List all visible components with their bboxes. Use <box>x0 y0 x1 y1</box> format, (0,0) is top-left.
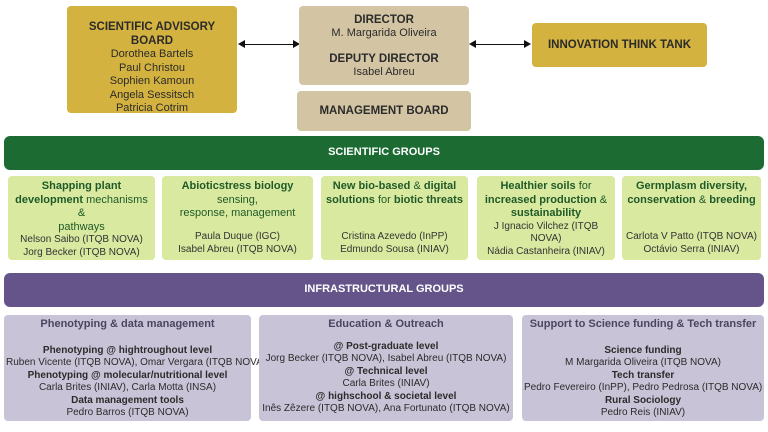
group-title: Shapping plant development mechanisms & … <box>15 180 148 233</box>
infra-subheading: Rural Sociology <box>604 394 682 406</box>
advisory-member: Sophien Kamoun <box>109 75 195 87</box>
infra-group-title: Phenotyping & data management <box>40 318 215 330</box>
infra-subheading: Phenotyping @ hightroughout level <box>42 344 213 356</box>
director-title: DIRECTOR <box>354 14 414 26</box>
infra-subheading: @ highschool & societal level <box>315 390 457 402</box>
innovation-think-tank: INNOVATION THINK TANK <box>532 23 707 67</box>
group-members: J Ignacio Vilchez (ITQB NOVA) Nádia Cast… <box>487 220 605 257</box>
infra-subheading: Data management tools <box>71 394 184 406</box>
scientific-group-card: New bio-based & digital solutions for bi… <box>321 176 468 260</box>
infra-members: Carla Brites (INIAV), Carla Motta (INSA) <box>38 382 217 393</box>
infra-members: Pedro Reis (INIAV) <box>600 407 686 418</box>
infra-members: Jorg Becker (ITQB NOVA), Isabel Abreu (I… <box>265 353 507 364</box>
infra-group-title: Support to Science funding & Tech transf… <box>529 318 757 330</box>
infra-group-title: Education & Outreach <box>328 318 444 330</box>
scientific-group-card: Germplasm diversity, conservation & bree… <box>622 176 761 260</box>
deputy-director-title: DEPUTY DIRECTOR <box>329 52 439 65</box>
advisory-member: Patricia Cotrim <box>115 102 189 114</box>
group-title: Germplasm diversity, conservation & bree… <box>627 180 756 206</box>
infra-subheading: Phenotyping @ molecular/nutritional leve… <box>27 369 228 381</box>
infra-members: Carla Brites (INIAV) <box>342 378 430 389</box>
infra-members: Ruben Vicente (ITQB NOVA), Omar Vergara … <box>6 357 267 368</box>
infra-members: Inês Zêzere (ITQB NOVA), Ana Fortunato (… <box>262 403 510 414</box>
group-members: Nelson Saibo (ITQB NOVA) Jorg Becker (IT… <box>20 234 143 258</box>
infrastructural-group-card: Phenotyping & data management Phenotypin… <box>4 315 267 421</box>
advisory-member: Paul Christou <box>118 61 186 74</box>
innovation-title: INNOVATION THINK TANK <box>547 39 692 51</box>
scientific-group-card: Shapping plant development mechanisms & … <box>8 176 155 260</box>
infra-subheading: Science funding <box>604 344 682 356</box>
scientific-group-card: Healthier soils for increased production… <box>477 176 615 260</box>
infra-members: M Margarida Oliveira (ITQB NOVA) <box>565 357 721 368</box>
infra-subheading: @ Technical level <box>344 365 428 377</box>
management-title: MANAGEMENT BOARD <box>319 105 449 117</box>
advisory-title: SCIENTIFIC ADVISORY BOARD <box>88 21 216 47</box>
infrastructural-groups-title: INFRASTRUCTURAL GROUPS <box>304 283 464 296</box>
infrastructural-group-card: Education & Outreach @ Post-graduate lev… <box>259 315 513 421</box>
scientific-groups-bar: SCIENTIFIC GROUPS <box>4 136 764 170</box>
infrastructural-group-card: Support to Science funding & Tech transf… <box>522 315 764 421</box>
director-name: M. Margarida Oliveira <box>331 27 437 39</box>
scientific-group-card: Abioticstress biology sensing, response,… <box>162 176 313 260</box>
group-title: New bio-based & digital solutions for bi… <box>326 180 463 206</box>
advisory-member: Dorothea Bartels <box>110 48 194 60</box>
double-arrow-right <box>469 40 531 48</box>
group-title: Abioticstress biology sensing, response,… <box>179 180 296 219</box>
infra-subheading: Tech transfer <box>611 369 675 381</box>
deputy-director-name: Isabel Abreu <box>353 65 415 78</box>
group-members: Paula Duque (IGC) Isabel Abreu (ITQB NOV… <box>178 231 297 255</box>
group-title: Healthier soils for increased production… <box>484 180 608 219</box>
advisory-member: Angela Sessitsch <box>109 88 195 101</box>
infrastructural-groups-bar: INFRASTRUCTURAL GROUPS <box>4 273 764 307</box>
infra-members: Pedro Barros (ITQB NOVA) <box>66 407 189 418</box>
double-arrow-left <box>238 40 300 48</box>
group-members: Cristina Azevedo (InPP) Edmundo Sousa (I… <box>340 231 449 255</box>
group-members: Carlota V Patto (ITQB NOVA) Octávio Serr… <box>626 231 757 255</box>
infra-subheading: @ Post-graduate level <box>333 340 439 352</box>
director-box: DIRECTOR M. Margarida Oliveira DEPUTY DI… <box>299 6 469 85</box>
scientific-advisory-board: SCIENTIFIC ADVISORY BOARD Dorothea Barte… <box>67 6 237 114</box>
scientific-groups-title: SCIENTIFIC GROUPS <box>328 146 440 159</box>
management-board: MANAGEMENT BOARD <box>297 91 471 131</box>
infra-members: Pedro Fevereiro (InPP), Pedro Pedrosa (I… <box>524 382 763 393</box>
